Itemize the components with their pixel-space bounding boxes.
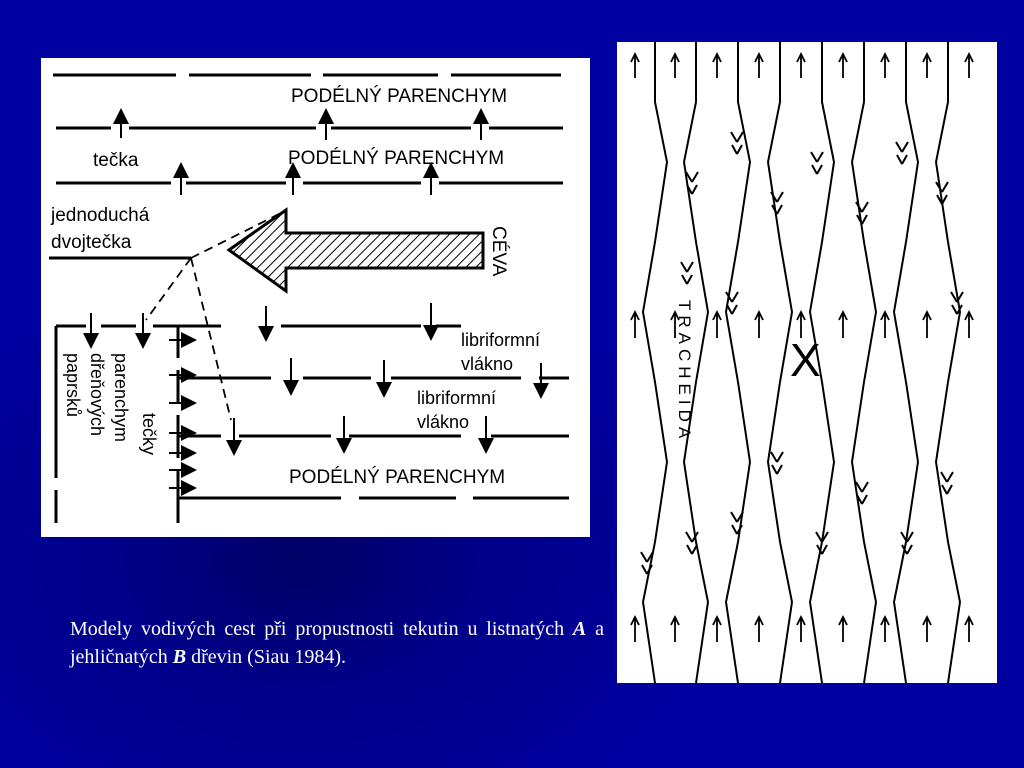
bordered-pit (855, 201, 869, 225)
caption-part-2: a jehličnatých (70, 618, 604, 668)
flow-up-arrow (880, 614, 890, 642)
bordered-pit (900, 531, 914, 555)
softwood-diagram-svg: TRACHEIDA X (630, 42, 974, 683)
label-dren-1: parenchym (111, 353, 131, 442)
flow-up-arrow (922, 614, 932, 642)
flow-up-arrow (754, 51, 764, 78)
pit-leader-lines (145, 212, 282, 421)
bordered-pit (770, 451, 784, 475)
label-libriform-2b: vlákno (417, 412, 469, 432)
bordered-pit (855, 481, 869, 505)
flow-up-arrow (670, 309, 680, 338)
tracheid-wall (766, 42, 794, 683)
tracheid-wall (892, 42, 920, 683)
flow-up-arrow (754, 309, 764, 338)
bordered-pit (680, 261, 694, 285)
bordered-pit (730, 511, 744, 535)
flow-up-arrow (964, 309, 974, 338)
caption-letter-b: B (172, 646, 187, 668)
flow-up-arrow (630, 614, 640, 642)
flow-up-arrow (796, 309, 806, 338)
tracheid-wall (724, 42, 752, 683)
caption-letter-a: A (572, 618, 587, 640)
bordered-pit (640, 551, 654, 575)
label-parenchym-top: PODÉLNÝ PARENCHYM (291, 86, 507, 107)
flow-up-arrow (964, 51, 974, 78)
flow-up-arrow (712, 51, 722, 78)
caption-part-3: dřevin (Siau 1984). (186, 646, 347, 668)
flow-up-arrow (712, 614, 722, 642)
flow-up-arrow (712, 309, 722, 338)
flow-up-arrow (796, 51, 806, 78)
flow-up-arrow (922, 309, 932, 338)
tracheid-wall (682, 42, 710, 683)
flow-up-arrow (838, 614, 848, 642)
label-tecky: tečky (139, 413, 159, 455)
label-jednoducha: jednoduchá (50, 205, 150, 226)
vessel-flow-arrow (226, 207, 485, 294)
hardwood-diagram-svg: PODÉLNÝ PARENCHYM PODÉLNÝ PARENCHYM tečk… (49, 73, 569, 523)
tracheid-wall (808, 42, 836, 683)
flow-up-arrow (670, 614, 680, 642)
tracheid-walls (640, 42, 964, 683)
label-libriform-2a: libriformní (417, 388, 496, 408)
cell-wall-lines (49, 73, 569, 523)
bordered-pit (895, 141, 909, 165)
tracheid-flow-arrows (630, 51, 974, 642)
flow-up-arrow (838, 309, 848, 338)
bordered-pit (685, 531, 699, 555)
bordered-pit (815, 531, 829, 555)
bordered-pit (810, 151, 824, 175)
bordered-pit (685, 171, 699, 195)
label-dren-3: paprsků (63, 353, 83, 417)
bordered-pit (725, 291, 739, 315)
flow-up-arrow (630, 309, 640, 338)
flow-up-arrow (630, 51, 640, 78)
flow-up-arrow (838, 51, 848, 78)
flow-up-arrow (796, 614, 806, 642)
label-libriform-1a: libriformní (461, 330, 540, 350)
flow-up-arrow (670, 51, 680, 78)
flow-arrows (83, 108, 549, 496)
bordered-pit (940, 471, 954, 495)
bordered-pit (935, 181, 949, 205)
label-dren-2: dřeňových (87, 353, 107, 436)
figure-caption: Modely vodivých cest při propustnosti te… (70, 615, 604, 671)
bordered-pit (770, 191, 784, 215)
tracheid-wall (641, 42, 669, 683)
hardwood-diagram: PODÉLNÝ PARENCHYM PODÉLNÝ PARENCHYM tečk… (41, 58, 590, 537)
label-tracheida: TRACHEIDA (675, 300, 694, 443)
bordered-pit (730, 131, 744, 155)
label-parenchym-mid: PODÉLNÝ PARENCHYM (288, 148, 504, 169)
label-tecka: tečka (93, 150, 139, 171)
label-libriform-1b: vlákno (461, 354, 513, 374)
flow-up-arrow (880, 309, 890, 338)
label-ceva: CÉVA (488, 226, 509, 277)
softwood-diagram: TRACHEIDA X (617, 42, 997, 683)
label-dvojtecka: dvojtečka (51, 232, 132, 253)
tracheid-wall (934, 42, 962, 683)
bordered-pit (950, 291, 964, 315)
tracheid-wall (850, 42, 878, 683)
flow-up-arrow (922, 51, 932, 78)
caption-part-1: Modely vodivých cest při propustnosti te… (70, 618, 573, 640)
flow-up-arrow (880, 51, 890, 78)
cross-mark: X (790, 334, 821, 386)
label-parenchym-bottom: PODÉLNÝ PARENCHYM (289, 467, 505, 488)
flow-up-arrow (964, 614, 974, 642)
flow-up-arrow (754, 614, 764, 642)
